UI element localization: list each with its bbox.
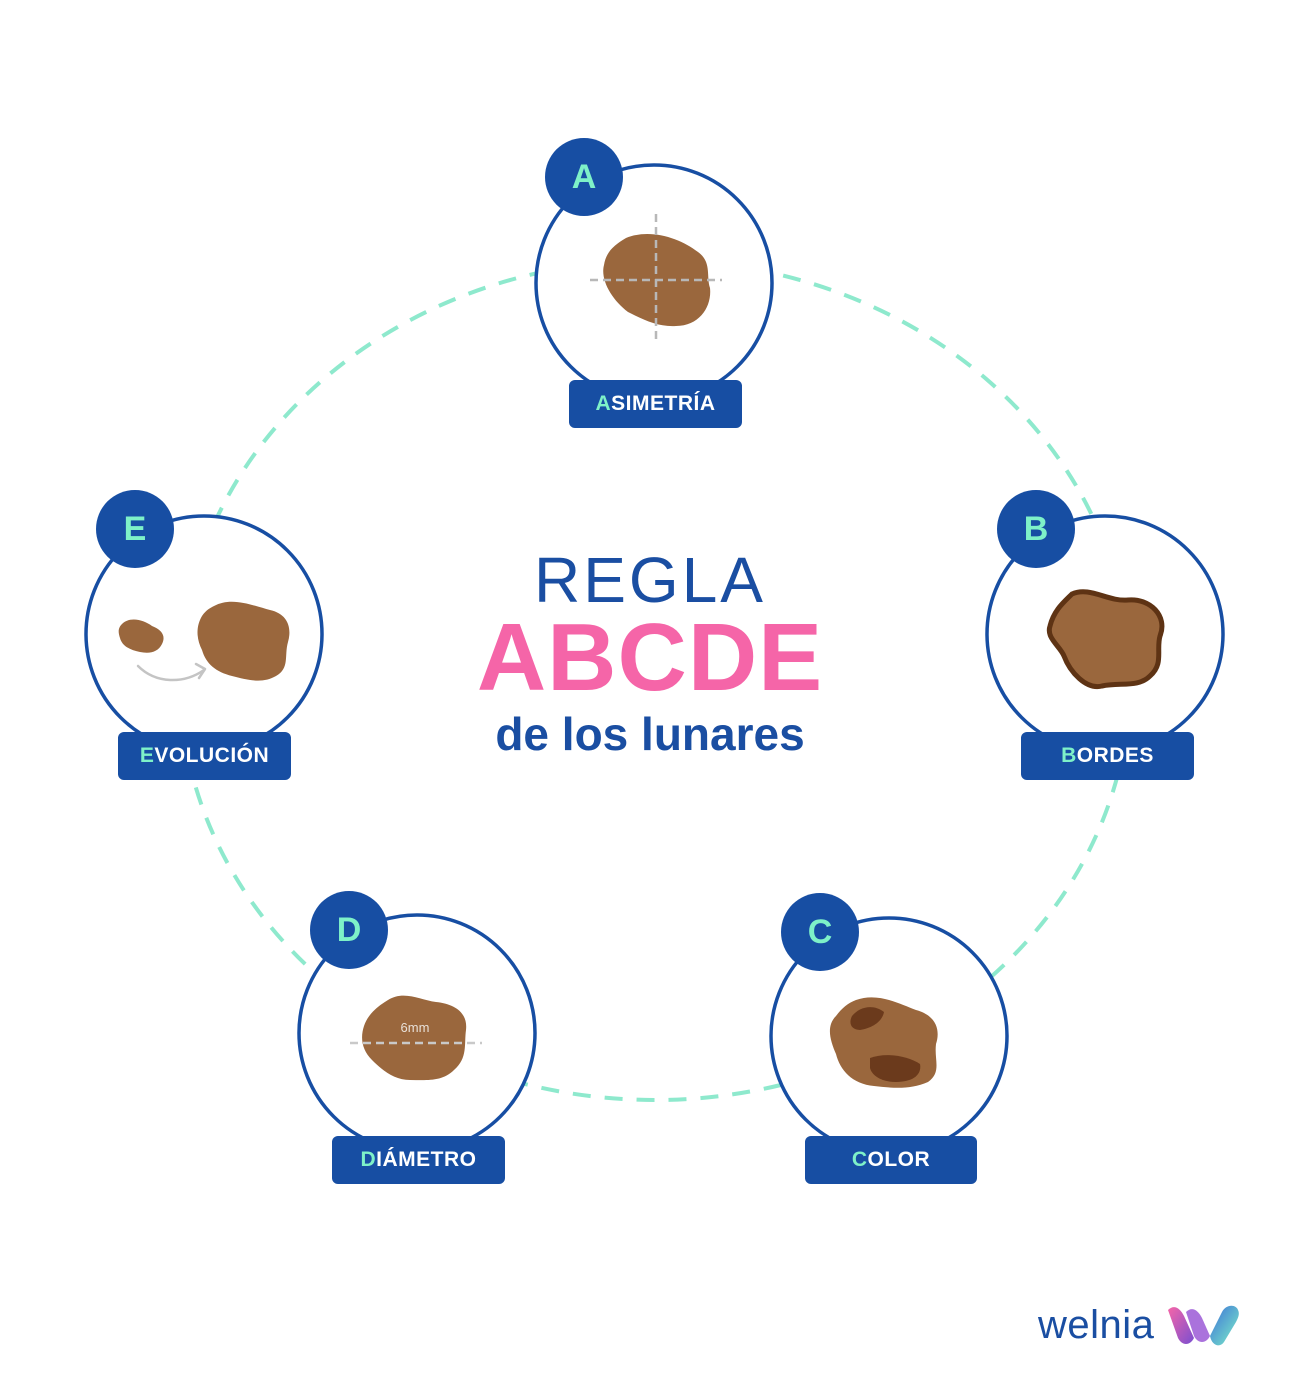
title-abcde: ABCDE	[476, 604, 824, 711]
label-rest: ORDES	[1076, 744, 1154, 767]
label-rest: SIMETRÍA	[611, 392, 716, 415]
label-rest: OLOR	[867, 1148, 931, 1171]
badge-a: A	[545, 138, 623, 216]
label-rest: IÁMETRO	[376, 1148, 477, 1171]
brand-name: welnia	[1038, 1302, 1155, 1347]
badge-d: D	[310, 891, 388, 969]
irregular-border-mole-icon	[1046, 589, 1165, 690]
brand: welnia	[1038, 1300, 1242, 1350]
label-first-letter: D	[360, 1148, 377, 1171]
title-block: REGLA ABCDE de los lunares	[390, 548, 910, 760]
label-first-letter: C	[851, 1148, 868, 1171]
diameter-mole-icon: 6mm	[350, 995, 482, 1081]
label-first-letter: A	[595, 392, 612, 415]
label-first-letter: E	[139, 744, 155, 767]
label-first-letter: B	[1061, 744, 1077, 767]
badge-c: C	[781, 893, 859, 971]
badge-e: E	[96, 490, 174, 568]
badge-b: B	[997, 490, 1075, 568]
welnia-w-logo-icon	[1168, 1305, 1240, 1346]
label-rest: VOLUCIÓN	[154, 744, 270, 767]
evolving-mole-icon	[118, 601, 290, 682]
multicolor-mole-icon	[829, 997, 938, 1088]
title-subtitle: de los lunares	[495, 708, 805, 760]
diameter-measure-label: 6mm	[401, 1020, 430, 1035]
title-regla: REGLA	[534, 544, 766, 616]
asymmetric-mole-icon	[590, 214, 722, 344]
